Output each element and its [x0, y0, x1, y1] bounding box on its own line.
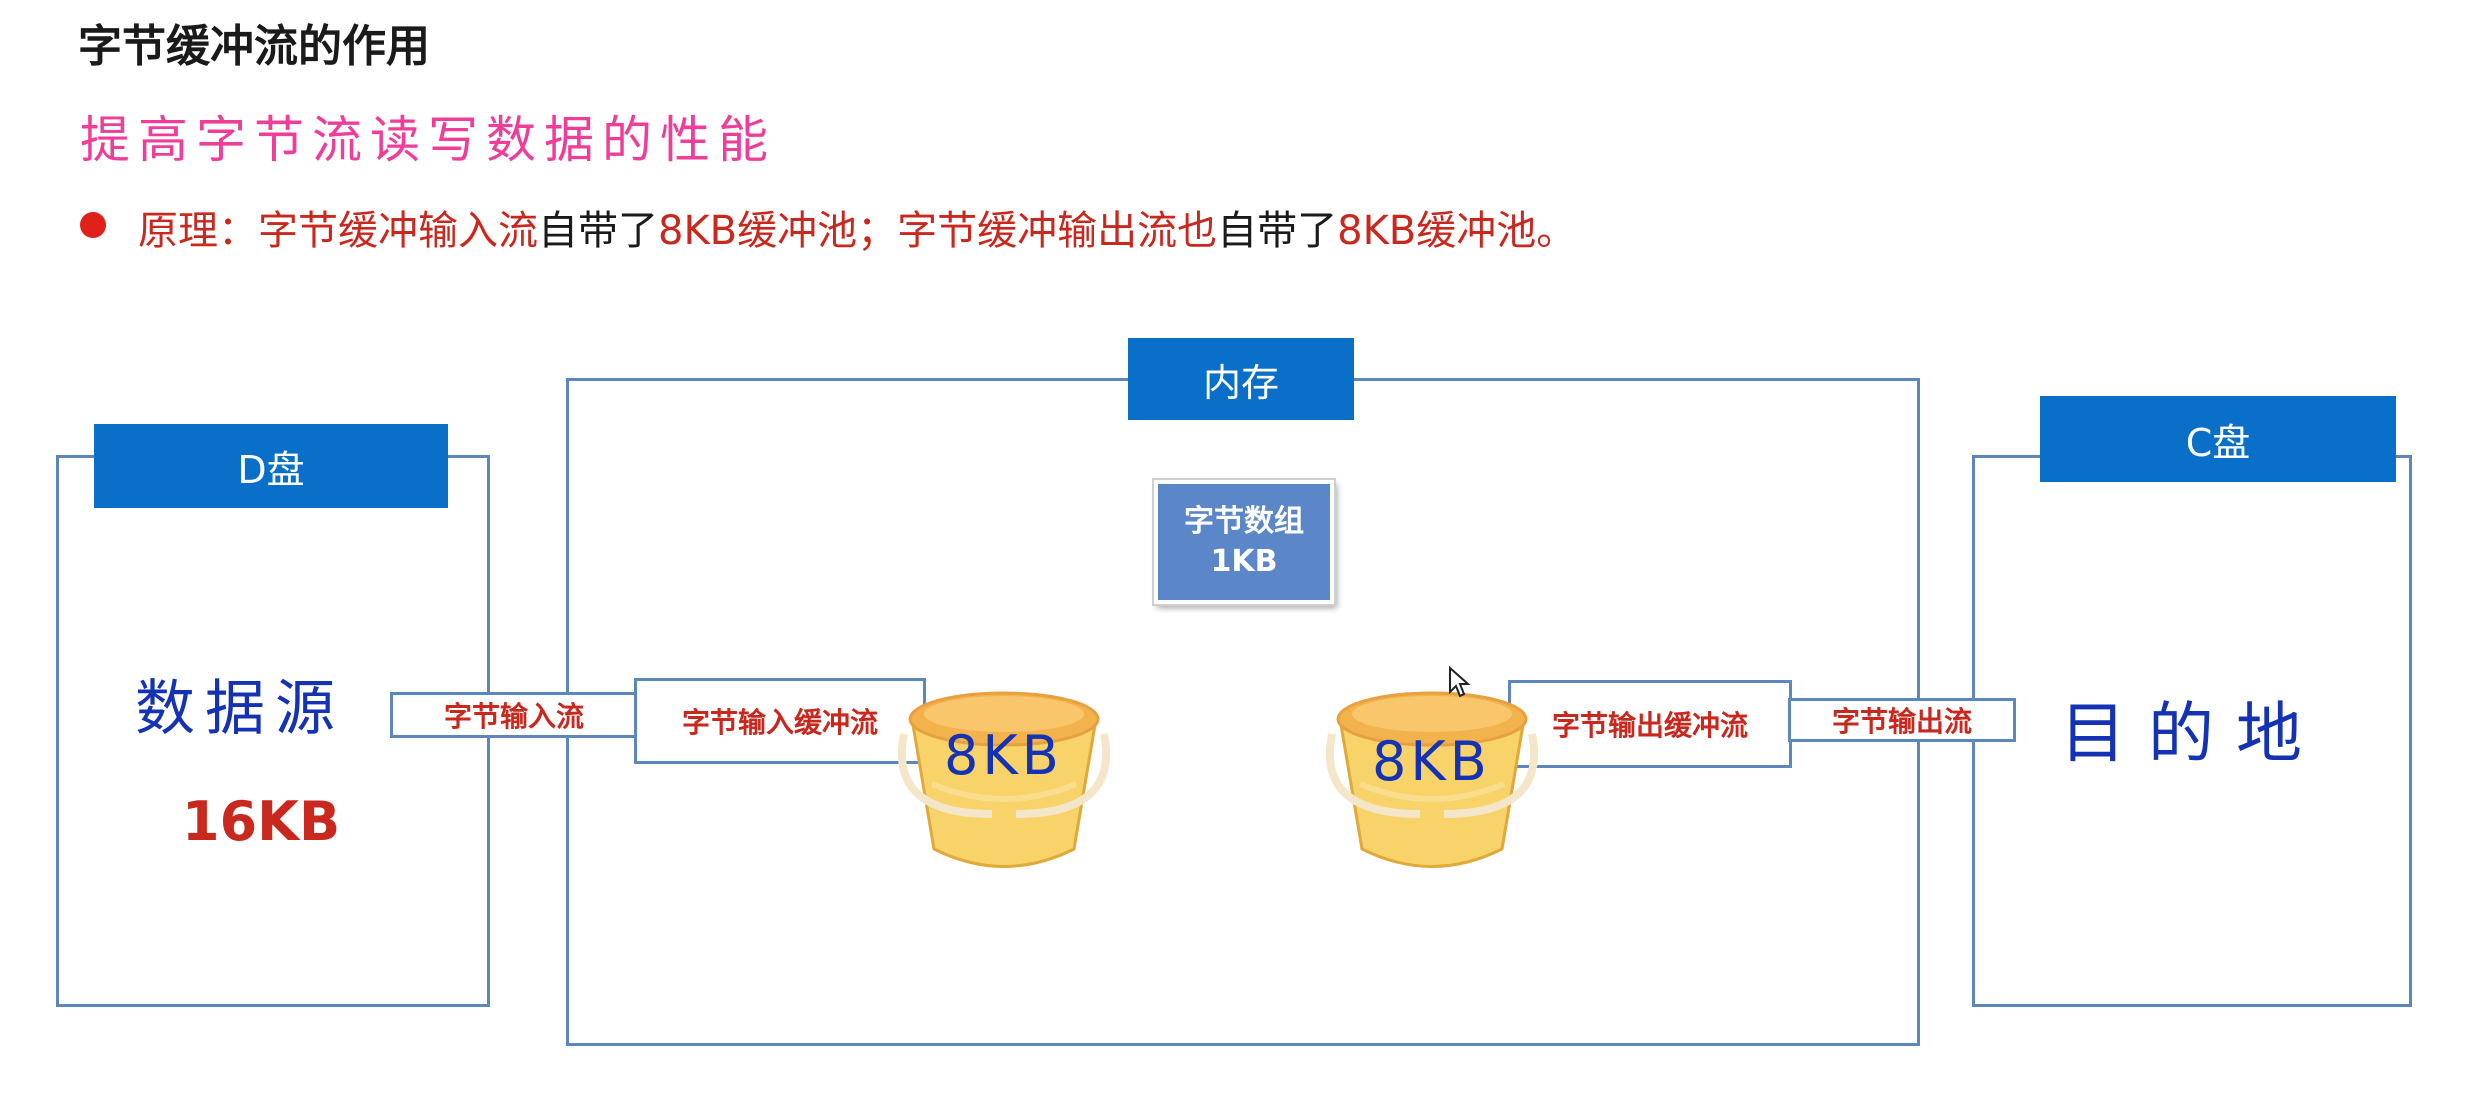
mouse-cursor-icon — [1449, 666, 1471, 698]
memory-header: 内存 — [1128, 338, 1354, 420]
input-buffered-stream-label: 字节输入缓冲流 — [634, 678, 926, 764]
subtitle: 提高字节流读写数据的性能 — [80, 111, 776, 169]
left-buffer-bucket: 8KB — [892, 664, 1116, 878]
principle-part-5: 8KB缓冲池。 — [1337, 208, 1577, 254]
principle-part-2: 自带了 — [538, 208, 658, 254]
c-drive-box — [1972, 455, 2412, 1007]
bucket-icon — [897, 691, 1111, 868]
output-buffered-stream-label: 字节输出缓冲流 — [1508, 680, 1792, 768]
input-stream-label: 字节输入流 — [390, 692, 638, 738]
principle-line: 原理：字节缓冲输入流自带了8KB缓冲池；字节缓冲输出流也自带了8KB缓冲池。 — [138, 198, 1576, 256]
byte-array-size: 1KB — [1210, 544, 1278, 579]
c-drive-header: C盘 — [2040, 396, 2396, 482]
d-drive-header: D盘 — [94, 424, 448, 508]
byte-array-label: 字节数组 — [1184, 504, 1304, 539]
bullet-dot-icon — [80, 212, 106, 238]
source-size: 16KB — [182, 790, 341, 853]
left-bucket-capacity: 8KB — [944, 724, 1063, 787]
data-source-label: 数据源 — [135, 674, 345, 744]
output-stream-label: 字节输出流 — [1788, 698, 2016, 742]
principle-part-1: 原理：字节缓冲输入流 — [138, 208, 538, 254]
destination-label: 目的地 — [2060, 695, 2324, 772]
page-title: 字节缓冲流的作用 — [78, 21, 430, 72]
principle-part-3: 8KB缓冲池；字节缓冲输出流也 — [658, 208, 1218, 254]
right-buffer-bucket: 8KB — [1320, 664, 1544, 878]
principle-part-4: 自带了 — [1217, 208, 1338, 254]
right-bucket-capacity: 8KB — [1372, 730, 1491, 793]
byte-array-box: 字节数组 1KB — [1154, 480, 1334, 604]
bucket-icon — [1325, 691, 1539, 868]
